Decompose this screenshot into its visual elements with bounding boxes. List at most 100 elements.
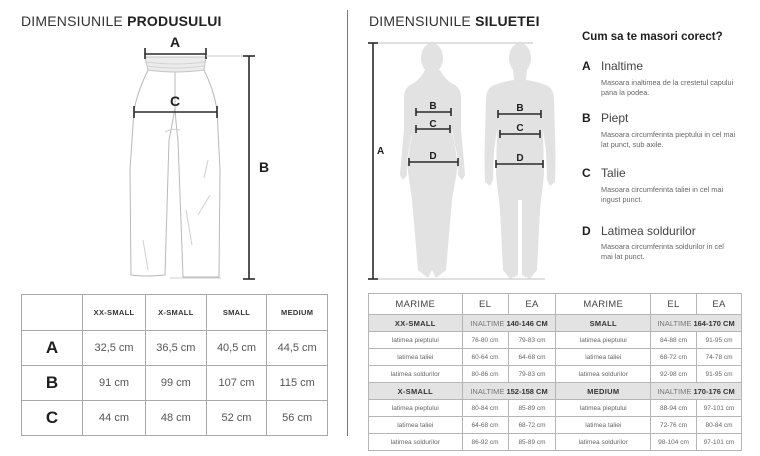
size-height: INALTIME 170-176 CM bbox=[650, 382, 742, 400]
size-height: INALTIME 164-170 CM bbox=[650, 314, 742, 332]
male-silhouette-icon bbox=[484, 43, 556, 279]
cell-el: 68-72 cm bbox=[650, 348, 698, 366]
measure-label: latimea taliei bbox=[555, 416, 652, 434]
cell-el: 86-92 cm bbox=[461, 433, 509, 451]
height-label: INALTIME bbox=[470, 318, 505, 328]
header-size: MARIME bbox=[555, 293, 652, 315]
dimension-c-label: C bbox=[170, 93, 180, 109]
cell-ea: 79-83 cm bbox=[507, 365, 557, 383]
male-label-c: C bbox=[516, 123, 523, 134]
guide-name: Inaltime bbox=[601, 59, 644, 73]
male-measure-lines bbox=[495, 110, 544, 168]
cell-ea: 68-72 cm bbox=[507, 416, 557, 434]
header-size: MARIME bbox=[368, 293, 463, 315]
guide-letter: B bbox=[582, 111, 591, 125]
cell-ea: 85-89 cm bbox=[507, 399, 557, 417]
height-value: 140-146 CM bbox=[506, 318, 548, 328]
measure-label: latimea soldurilor bbox=[555, 365, 652, 383]
pants-diagram: A B C bbox=[129, 34, 269, 280]
cell-value: 107 cm bbox=[205, 365, 268, 401]
cell-el: 84-88 cm bbox=[650, 331, 698, 349]
cell-value: 56 cm bbox=[266, 400, 328, 436]
measure-guide-title: Cum sa te masori corect? bbox=[582, 31, 723, 43]
guide-desc: Masoara circumferinta pieptului in cel m… bbox=[601, 130, 736, 149]
cell-value: 40,5 cm bbox=[205, 330, 268, 366]
header-medium: MEDIUM bbox=[266, 294, 328, 331]
dimension-c-line bbox=[133, 106, 218, 118]
guide-desc: Masoara circumferinta taliei in cel mai … bbox=[601, 185, 724, 204]
header-el: EL bbox=[650, 293, 698, 315]
table-row: B 91 cm 99 cm 107 cm 115 cm bbox=[21, 365, 328, 401]
cell-el: 98-104 cm bbox=[650, 433, 698, 451]
cell-value: 48 cm bbox=[145, 400, 207, 436]
dimension-b-label: B bbox=[259, 159, 269, 175]
cell-el: 88-94 cm bbox=[650, 399, 698, 417]
cell-value: 115 cm bbox=[266, 365, 328, 401]
dimension-a-height-line bbox=[368, 42, 378, 280]
table-row: A 32,5 cm 36,5 cm 40,5 cm 44,5 cm bbox=[21, 330, 328, 366]
cell-el: 92-98 cm bbox=[650, 365, 698, 383]
measure-label: latimea pieptului bbox=[368, 331, 463, 349]
row-label: A bbox=[21, 330, 83, 366]
cell-el: 80-86 cm bbox=[461, 365, 509, 383]
cell-ea: 97-101 cm bbox=[696, 399, 742, 417]
female-label-c: C bbox=[429, 119, 436, 130]
female-label-d: D bbox=[429, 151, 436, 162]
measure-label: latimea soldurilor bbox=[555, 433, 652, 451]
silhouette-diagram: A B C D B C D bbox=[368, 42, 556, 280]
cell-ea: 91-95 cm bbox=[696, 331, 742, 349]
size-height: INALTIME 152-158 CM bbox=[461, 382, 557, 400]
height-label: INALTIME bbox=[657, 386, 692, 396]
measure-label: latimea taliei bbox=[555, 348, 652, 366]
cell-value: 44 cm bbox=[81, 400, 147, 436]
measure-label: latimea taliei bbox=[368, 416, 463, 434]
height-label-a: A bbox=[377, 146, 384, 157]
product-section-title: DIMENSIUNILE PRODUSULUI bbox=[21, 13, 222, 29]
size-name: X-SMALL bbox=[368, 382, 463, 400]
header-small: SMALL bbox=[205, 294, 268, 331]
cell-value: 99 cm bbox=[145, 365, 207, 401]
cell-el: 80-84 cm bbox=[461, 399, 509, 417]
size-name: SMALL bbox=[555, 314, 652, 332]
cell-ea: 79-83 cm bbox=[507, 331, 557, 349]
measure-label: latimea pieptului bbox=[555, 399, 652, 417]
cell-el: 72-76 cm bbox=[650, 416, 698, 434]
guide-name: Piept bbox=[601, 111, 629, 125]
measure-label: latimea soldurilor bbox=[368, 365, 463, 383]
measure-label: latimea pieptului bbox=[368, 399, 463, 417]
female-silhouette-icon bbox=[400, 43, 465, 278]
cell-value: 52 cm bbox=[205, 400, 268, 436]
guide-name: Latimea soldurilor bbox=[601, 224, 696, 238]
cell-ea: 64-68 cm bbox=[507, 348, 557, 366]
header-empty bbox=[21, 294, 83, 331]
section-divider bbox=[347, 10, 348, 436]
size-section-row: X-SMALL INALTIME 152-158 CM MEDIUM INALT… bbox=[368, 382, 742, 400]
size-name: MEDIUM bbox=[555, 382, 652, 400]
cell-value: 44,5 cm bbox=[266, 330, 328, 366]
product-size-table: XX-SMALL X-SMALL SMALL MEDIUM A 32,5 cm … bbox=[21, 294, 328, 436]
header-el: EL bbox=[461, 293, 509, 315]
measure-label: latimea pieptului bbox=[555, 331, 652, 349]
product-table-header: XX-SMALL X-SMALL SMALL MEDIUM bbox=[21, 294, 328, 331]
cell-ea: 74-78 cm bbox=[696, 348, 742, 366]
product-title-light: DIMENSIUNILE bbox=[21, 13, 123, 29]
height-label: INALTIME bbox=[470, 386, 505, 396]
cell-el: 60-64 cm bbox=[461, 348, 509, 366]
header-x-small: X-SMALL bbox=[145, 294, 207, 331]
table-row: latimea soldurilor 86-92 cm 85-89 cm lat… bbox=[368, 433, 742, 451]
dimension-a-label: A bbox=[170, 34, 180, 50]
cell-ea: 85-89 cm bbox=[507, 433, 557, 451]
female-label-b: B bbox=[429, 101, 436, 112]
guide-letter: C bbox=[582, 166, 591, 180]
height-value: 170-176 CM bbox=[693, 386, 735, 396]
table-row: latimea soldurilor 80-86 cm 79-83 cm lat… bbox=[368, 365, 742, 383]
cell-el: 64-68 cm bbox=[461, 416, 509, 434]
height-value: 164-170 CM bbox=[693, 318, 735, 328]
silhouette-table-header: MARIME EL EA MARIME EL EA bbox=[368, 293, 742, 315]
silhouette-section-title: DIMENSIUNILE SILUETEI bbox=[369, 13, 540, 29]
female-measure-lines bbox=[408, 108, 459, 166]
guide-letter: D bbox=[582, 224, 591, 238]
silhouette-title-bold: SILUETEI bbox=[475, 13, 540, 29]
male-label-b: B bbox=[516, 103, 523, 114]
cell-ea: 80-84 cm bbox=[696, 416, 742, 434]
